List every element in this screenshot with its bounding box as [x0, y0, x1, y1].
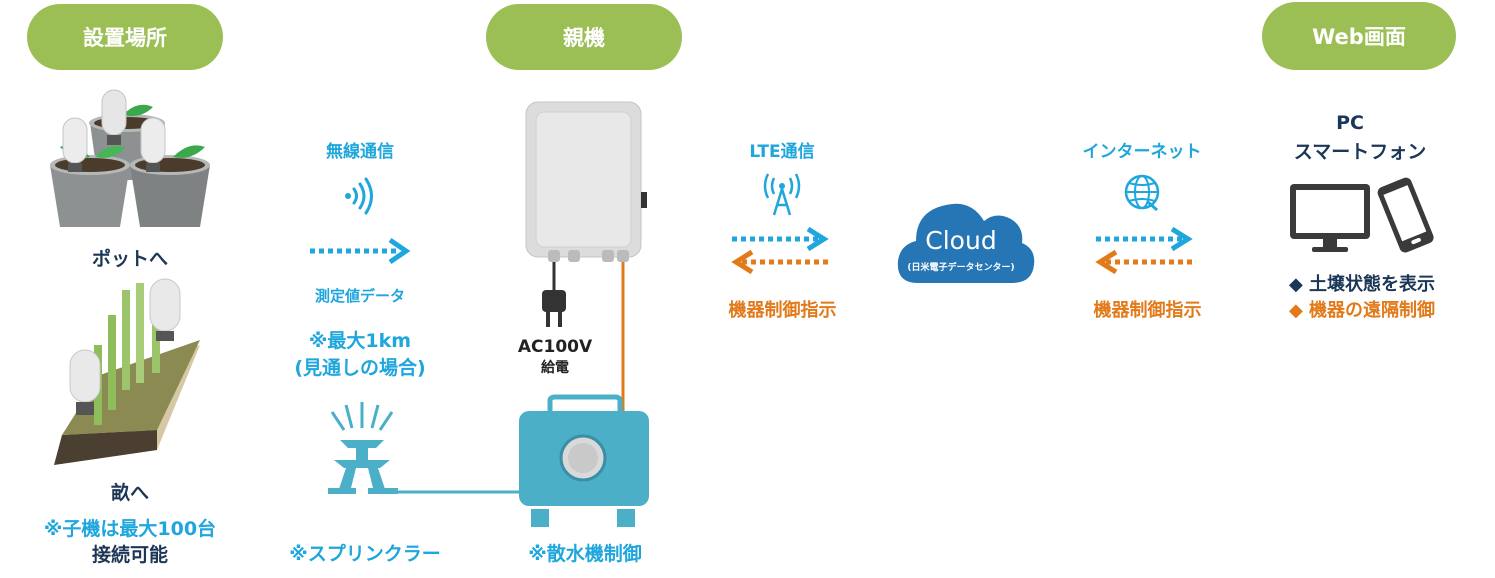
range-line2: (見通しの場合) [294, 357, 426, 379]
feature-remote-control: ◆ 機器の遠隔制御 [1288, 300, 1436, 321]
pot-label: ポットへ [91, 248, 168, 270]
sprinkler-icon [328, 402, 398, 494]
internet-control-label: 機器制御指示 [1093, 300, 1202, 321]
power-line2: 給電 [541, 360, 569, 376]
lte-control-label: 機器制御指示 [728, 300, 837, 321]
header-location: 設置場所 [27, 4, 223, 70]
device-line2: スマートフォン [1293, 141, 1427, 163]
child-unit-note: ※子機は最大100台 [43, 518, 217, 540]
lte-title: LTE通信 [749, 142, 815, 162]
field-sensors-illustration [54, 278, 200, 465]
internet-arrow-left [1095, 249, 1194, 275]
pump-icon [519, 394, 649, 527]
control-line [621, 262, 625, 412]
pc-monitor-icon [1290, 184, 1370, 252]
power-plug-icon [542, 262, 566, 327]
feature-soil-status: ◆ 土壌状態を表示 [1288, 274, 1436, 295]
power-line1: AC100V [517, 337, 593, 357]
wireless-title: 無線通信 [326, 142, 394, 162]
data-arrow-right [310, 237, 411, 265]
device-line1: PC [1336, 112, 1364, 134]
pump-label: ※散水機制御 [528, 543, 642, 565]
smartphone-icon [1377, 177, 1434, 253]
sprinkler-label: ※スプリンクラー [289, 543, 441, 565]
measurement-data-label: 測定値データ [314, 287, 405, 305]
header-web: Web画面 [1262, 2, 1456, 70]
antenna-tower-icon [763, 173, 801, 216]
field-label: 畝へ [110, 482, 149, 504]
internet-title: インターネット [1082, 142, 1202, 162]
cloud-title: Cloud [925, 226, 997, 255]
lte-arrow-right [732, 226, 829, 252]
parent-unit-device [525, 101, 647, 262]
cloud-icon [897, 203, 1035, 283]
lte-arrow-left [731, 249, 830, 275]
connectable-note: 接続可能 [91, 544, 168, 566]
globe-icon [1124, 174, 1160, 212]
header-parent: 親機 [486, 4, 682, 70]
wifi-signal-icon [345, 177, 373, 215]
potted-sensors-illustration [50, 89, 210, 227]
water-pipe [395, 490, 525, 494]
range-line1: ※最大1km [308, 330, 412, 352]
cloud-subtitle: (日米電子データセンター) [907, 263, 1015, 273]
internet-arrow-right [1096, 226, 1193, 252]
